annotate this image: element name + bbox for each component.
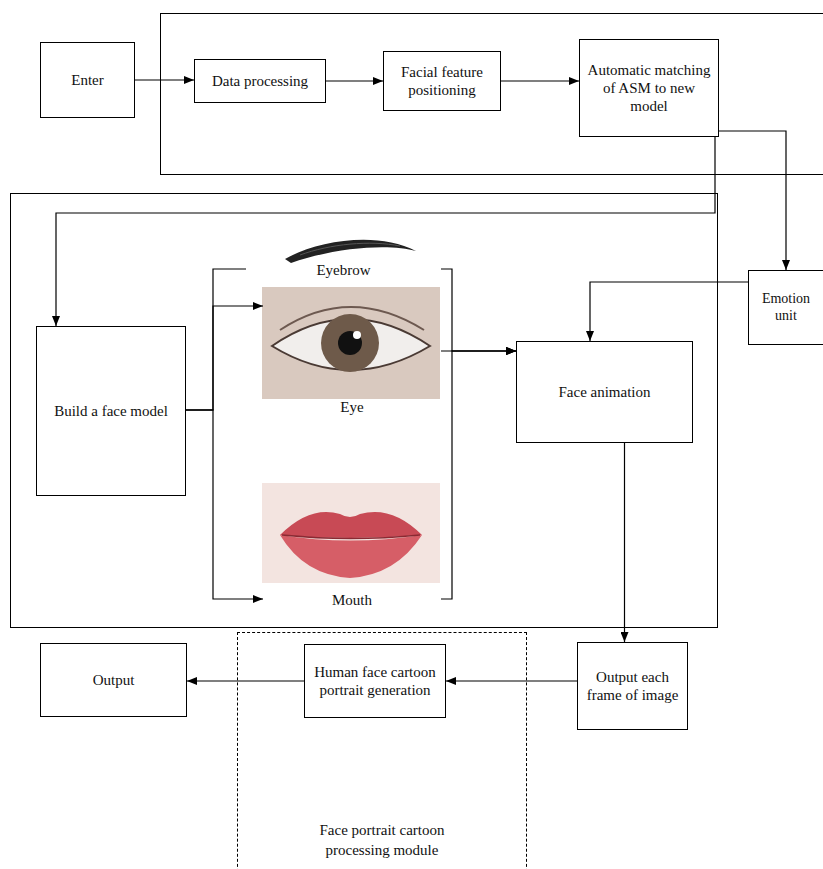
- connector-arrow: [56, 137, 715, 326]
- connector-arrow: [441, 351, 516, 599]
- connector-arrow: [719, 131, 786, 270]
- process-box: Data processing: [194, 59, 326, 103]
- box-label: Output each frame of image: [584, 668, 681, 704]
- connector-arrow: [186, 410, 263, 599]
- module-frame: Face portrait cartoon processing module H…: [237, 632, 527, 869]
- box-label: Automatic matching of ASM to new model: [586, 61, 712, 115]
- process-box: Output each frame of image: [577, 642, 688, 730]
- connector-arrow: [590, 282, 748, 341]
- connector-arrow: [186, 306, 263, 410]
- connector-arrow: [446, 680, 577, 681]
- eye-pupil: [338, 331, 362, 355]
- mouth-picture: [262, 483, 440, 583]
- box-label: Enter: [71, 71, 103, 89]
- connector-arrow: [501, 80, 579, 81]
- process-box: Human face cartoon portrait generation: [304, 644, 446, 718]
- upper-lip: [280, 512, 422, 538]
- picture-caption: Eye: [263, 288, 441, 418]
- group-frame: Build a face model EyebrowEyeMouth Face an…: [10, 193, 718, 628]
- eye-picture: [262, 287, 440, 399]
- connector-line: [186, 269, 246, 410]
- process-box: Face animation: [516, 341, 693, 443]
- connector-arrow: [441, 269, 516, 351]
- connector-arrow: [135, 79, 194, 80]
- lip-line: [282, 535, 420, 539]
- box-label: Output: [93, 671, 135, 689]
- process-box: Emotion unit: [748, 270, 823, 345]
- connector-arrow: [326, 80, 383, 81]
- picture-caption-text: Eyebrow: [313, 262, 373, 279]
- process-box: Build a face model: [36, 326, 186, 496]
- box-label: Data processing: [212, 72, 308, 90]
- eyebrow-picture: [285, 240, 416, 263]
- lower-lip: [280, 535, 422, 578]
- group-frame: Data processing Facial feature positionin…: [160, 13, 823, 175]
- process-box: Facial feature positioning: [383, 51, 501, 111]
- eye-skin: [262, 287, 440, 399]
- process-box: Enter: [40, 42, 135, 118]
- process-box: Automatic matching of ASM to new model: [579, 39, 719, 137]
- picture-caption: Eyebrow: [246, 233, 441, 281]
- box-label: Human face cartoon portrait generation: [311, 663, 439, 699]
- box-label: Facial feature positioning: [390, 63, 494, 99]
- picture-caption-text: Eye: [337, 399, 366, 416]
- mouth-skin: [262, 483, 440, 583]
- connector-arrow: [624, 443, 625, 642]
- eye-highlight: [353, 331, 361, 339]
- module-label: Face portrait cartoon processing module: [292, 821, 472, 860]
- box-label: Build a face model: [54, 402, 168, 420]
- eyebrow-shape: [285, 240, 416, 263]
- eye-iris: [321, 314, 379, 372]
- box-label: Emotion unit: [751, 291, 821, 325]
- picture-caption: Mouth: [263, 484, 441, 611]
- eyebrow-hair: [300, 243, 400, 255]
- connector-arrow: [187, 680, 304, 681]
- eye-lid: [280, 307, 424, 330]
- box-label: Face animation: [558, 383, 650, 401]
- picture-caption-text: Mouth: [329, 592, 375, 609]
- process-box: Output: [40, 643, 187, 717]
